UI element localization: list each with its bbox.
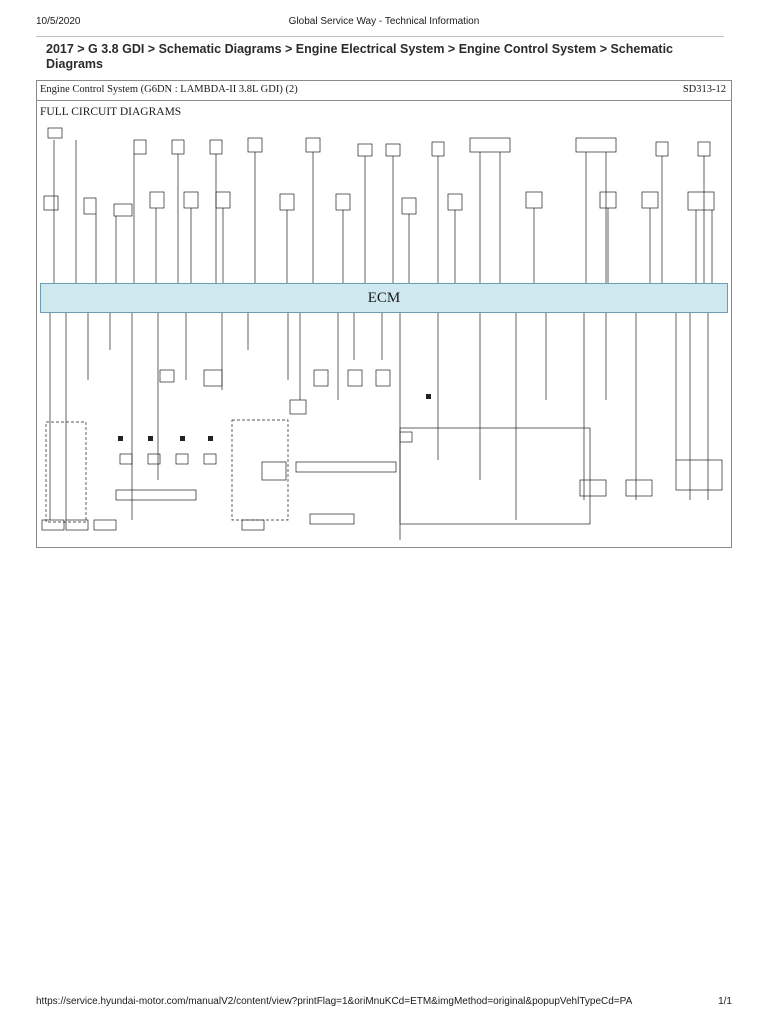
component-box [159, 369, 175, 383]
component-box [65, 519, 89, 531]
title-divider [37, 100, 731, 101]
component-box [697, 141, 711, 157]
component-box [399, 427, 591, 525]
component-box [295, 461, 397, 473]
component-box [113, 203, 133, 217]
relay-box [175, 453, 189, 465]
component-box [335, 193, 351, 211]
document-code: SD313-12 [682, 84, 726, 95]
source-url-link[interactable]: https://service.hyundai-motor.com/manual… [36, 996, 633, 1007]
relay-box [203, 453, 217, 465]
component-box [241, 519, 265, 531]
terminal-block [208, 436, 213, 441]
component-box [203, 369, 223, 387]
component-box [357, 143, 373, 157]
component-box [305, 137, 321, 153]
component-box [183, 191, 199, 209]
component-box [41, 519, 65, 531]
component-box [675, 459, 723, 491]
component-box [289, 399, 307, 415]
relay-box [119, 453, 133, 465]
component-box [575, 137, 617, 153]
component-box [687, 191, 715, 211]
print-title: Global Service Way - Technical Informati… [288, 16, 480, 27]
component-box [47, 127, 63, 139]
component-box [447, 193, 463, 211]
component-box [625, 479, 653, 497]
schematic-drawing [41, 127, 723, 540]
print-header: 10/5/2020 Global Service Way - Technical… [36, 16, 732, 30]
diagram-frame [36, 80, 732, 548]
component-box [401, 197, 417, 215]
component-box [171, 139, 185, 155]
component-box [525, 191, 543, 209]
terminal-block [118, 436, 123, 441]
breadcrumb-box: 2017 > G 3.8 GDI > Schematic Diagrams > … [36, 36, 724, 77]
component-box [469, 137, 511, 153]
component-box [399, 431, 413, 443]
component-box [431, 141, 445, 157]
section-title: FULL CIRCUIT DIAGRAMS [40, 106, 182, 118]
component-box [313, 369, 329, 387]
component-box [579, 479, 607, 497]
component-box [655, 141, 669, 157]
page-number: 1/1 [718, 996, 732, 1007]
component-box [93, 519, 117, 531]
terminal-block [426, 394, 431, 399]
component-box [347, 369, 363, 387]
relay-box [147, 453, 161, 465]
component-box [83, 197, 97, 215]
print-footer: https://service.hyundai-motor.com/manual… [36, 996, 732, 1010]
terminal-block [180, 436, 185, 441]
print-date: 10/5/2020 [36, 16, 81, 27]
component-box [599, 191, 617, 209]
component-box [641, 191, 659, 209]
component-box [133, 139, 147, 155]
component-box [309, 513, 355, 525]
component-box [385, 143, 401, 157]
ecm-label: ECM [367, 290, 401, 306]
component-box [375, 369, 391, 387]
relay-box [261, 461, 287, 481]
terminal-block [148, 436, 153, 441]
component-box [43, 195, 59, 211]
component-box [115, 489, 197, 501]
component-box [279, 193, 295, 211]
system-title: Engine Control System (G6DN : LAMBDA-II … [40, 84, 298, 95]
breadcrumb: 2017 > G 3.8 GDI > Schematic Diagrams > … [46, 42, 674, 71]
ecm-module-bar: ECM [40, 283, 728, 313]
component-box [215, 191, 231, 209]
component-box [209, 139, 223, 155]
relay-box-dashed [45, 421, 87, 523]
component-box [149, 191, 165, 209]
component-box [247, 137, 263, 153]
relay-box-dashed [231, 419, 289, 521]
